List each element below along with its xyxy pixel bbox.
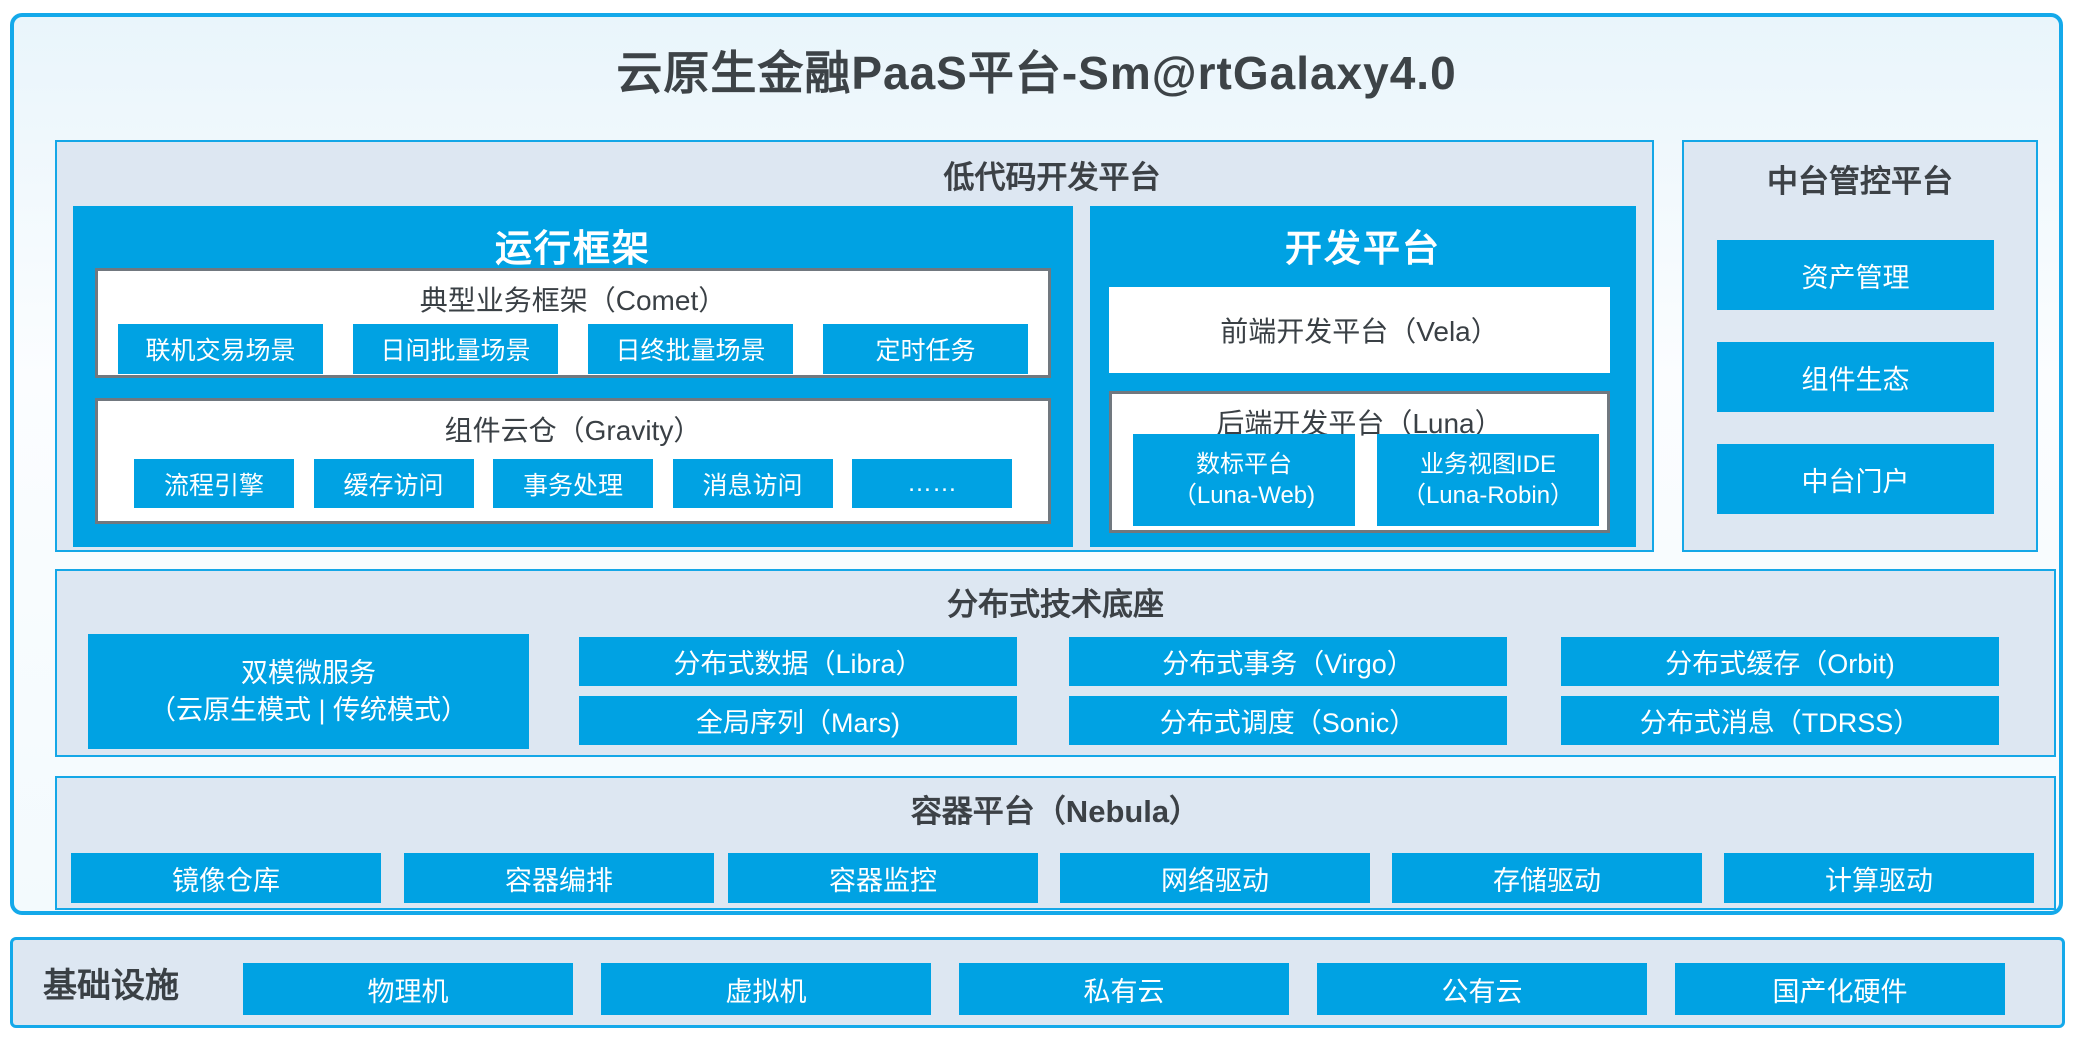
panel-title-runtime: 运行框架	[495, 228, 651, 269]
page-title: 云原生金融PaaS平台-Sm@rtGalaxy4.0	[616, 47, 1457, 99]
node-luna-robin-line2: （Luna-Robin）	[1401, 482, 1575, 509]
node-eod-batch: 日终批量场景	[588, 324, 793, 374]
node-storage-driver: 存储驱动	[1392, 853, 1702, 903]
main-container: 云原生金融PaaS平台-Sm@rtGalaxy4.0 低代码开发平台 运行框架 …	[10, 13, 2063, 915]
node-virtual-machine: 虚拟机	[601, 963, 931, 1015]
section-lowcode-platform: 低代码开发平台 运行框架 典型业务框架（Comet） 联机交易场景 日间批量场景…	[55, 140, 1654, 552]
node-dual-mode-line2: （云原生模式 | 传统模式）	[148, 694, 469, 725]
section-infrastructure: 基础设施 物理机 虚拟机 私有云 公有云 国产化硬件	[10, 937, 2065, 1028]
comet-node-row: 联机交易场景 日间批量场景 日终批量场景 定时任务	[118, 324, 1028, 374]
node-process-engine: 流程引擎	[134, 459, 294, 508]
node-sonic: 分布式调度（Sonic）	[1069, 696, 1507, 745]
box-gravity-title: 组件云仓（Gravity）	[444, 415, 702, 446]
section-title-container: 容器平台（Nebula）	[910, 794, 1201, 829]
node-transaction-processing: 事务处理	[493, 459, 653, 508]
node-asset-management: 资产管理	[1717, 240, 1994, 310]
node-luna-web: 数标平台 （Luna-Web)	[1133, 434, 1355, 526]
node-orbit: 分布式缓存（Orbit)	[1561, 637, 1999, 686]
node-domestic-hardware: 国产化硬件	[1675, 963, 2005, 1015]
panel-dev-platform: 开发平台 前端开发平台（Vela） 后端开发平台（Luna） 数标平台 （Lun…	[1090, 206, 1636, 547]
box-gravity: 组件云仓（Gravity） 流程引擎 缓存访问 事务处理 消息访问 ……	[95, 398, 1051, 524]
panel-title-dev: 开发平台	[1285, 228, 1441, 269]
section-container-platform: 容器平台（Nebula） 镜像仓库 容器编排 容器监控 网络驱动 存储驱动 计算…	[55, 776, 2056, 910]
node-container-orchestration: 容器编排	[404, 853, 714, 903]
node-ellipsis: ……	[852, 459, 1012, 508]
node-luna-web-line2: （Luna-Web)	[1172, 482, 1316, 509]
section-title-lowcode: 低代码开发平台	[943, 160, 1161, 195]
node-timed-task: 定时任务	[823, 324, 1028, 374]
node-physical-machine: 物理机	[243, 963, 573, 1015]
node-luna-robin-line1: 业务视图IDE	[1419, 451, 1556, 478]
box-vela: 前端开发平台（Vela）	[1109, 287, 1610, 373]
box-comet: 典型业务框架（Comet） 联机交易场景 日间批量场景 日终批量场景 定时任务	[95, 268, 1051, 378]
node-online-transaction: 联机交易场景	[118, 324, 323, 374]
node-message-access: 消息访问	[672, 459, 833, 508]
node-libra: 分布式数据（Libra）	[579, 637, 1017, 686]
node-container-monitoring: 容器监控	[728, 853, 1038, 903]
node-luna-web-line1: 数标平台	[1196, 451, 1292, 478]
section-title-distributed: 分布式技术底座	[947, 587, 1164, 622]
node-cache-access: 缓存访问	[313, 459, 474, 508]
panel-runtime-framework: 运行框架 典型业务框架（Comet） 联机交易场景 日间批量场景 日终批量场景 …	[73, 206, 1073, 547]
section-distributed-base: 分布式技术底座 双模微服务 （云原生模式 | 传统模式） 分布式数据（Libra…	[55, 569, 2056, 757]
node-dual-mode-microservice: 双模微服务 （云原生模式 | 传统模式）	[88, 634, 529, 749]
node-compute-driver: 计算驱动	[1724, 853, 2034, 903]
section-title-infrastructure: 基础设施	[43, 967, 179, 1005]
node-public-cloud: 公有云	[1317, 963, 1647, 1015]
box-vela-label: 前端开发平台（Vela）	[1220, 316, 1499, 347]
node-network-driver: 网络驱动	[1060, 853, 1370, 903]
node-midplatform-portal: 中台门户	[1717, 444, 1994, 514]
node-virgo: 分布式事务（Virgo）	[1069, 637, 1507, 686]
node-component-ecosystem: 组件生态	[1717, 342, 1994, 412]
node-dual-mode-line1: 双模微服务	[241, 657, 376, 688]
box-luna: 后端开发平台（Luna） 数标平台 （Luna-Web) 业务视图IDE （Lu…	[1109, 391, 1610, 533]
node-mars: 全局序列（Mars)	[579, 696, 1017, 745]
section-title-midplatform: 中台管控平台	[1767, 164, 1953, 199]
node-luna-robin: 业务视图IDE （Luna-Robin）	[1377, 434, 1599, 526]
gravity-node-row: 流程引擎 缓存访问 事务处理 消息访问 ……	[134, 459, 1012, 508]
box-comet-title: 典型业务框架（Comet）	[419, 285, 727, 316]
box-luna-title: 后端开发平台（Luna）	[1216, 408, 1503, 439]
node-intraday-batch: 日间批量场景	[353, 324, 558, 374]
node-image-registry: 镜像仓库	[71, 853, 381, 903]
section-midplatform: 中台管控平台 资产管理 组件生态 中台门户	[1682, 140, 2038, 552]
node-private-cloud: 私有云	[959, 963, 1289, 1015]
node-tdrss: 分布式消息（TDRSS）	[1561, 696, 1999, 745]
